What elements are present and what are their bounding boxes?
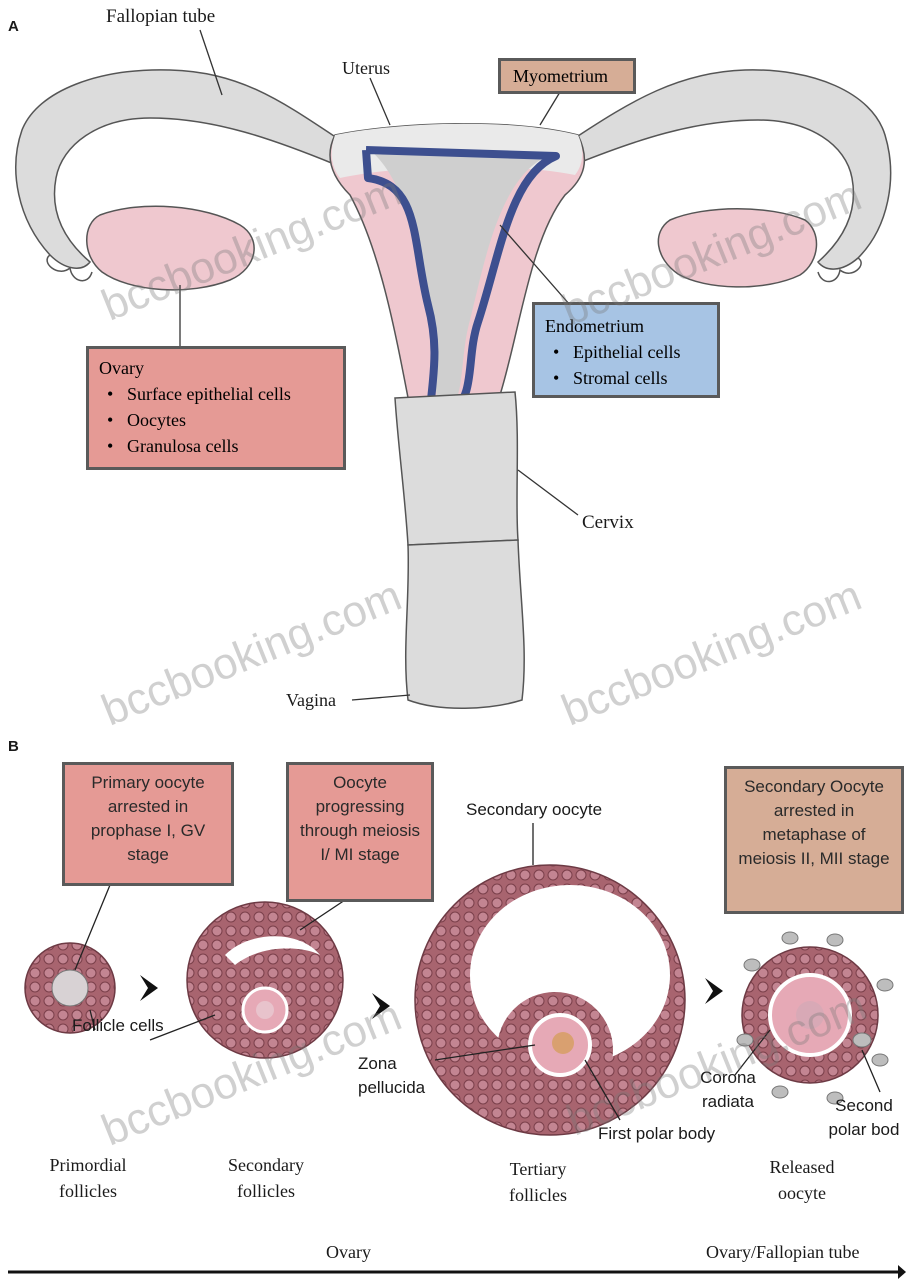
ovary-box: Ovary Surface epithelial cells Oocytes G… [86,346,346,470]
primary-oocyte-box: Primary oocyte arrested in prophase I, G… [62,762,234,886]
label-follicle-cells: Follicle cells [72,1016,164,1036]
secondary-oocyte-box: Secondary Oocyte arrested in metaphase o… [724,766,904,914]
location-axis [8,1265,906,1279]
label-tertiary-follicles: Tertiary follicles [486,1156,590,1208]
axis-arrowhead [898,1265,906,1279]
label-vagina: Vagina [286,690,336,711]
ovary-item: Granulosa cells [99,433,343,459]
myometrium-box: Myometrium [498,58,636,94]
endometrium-item: Epithelial cells [545,339,717,365]
endometrium-item: Stromal cells [545,365,717,391]
label-primordial-follicles: Primordial follicles [36,1152,140,1204]
primordial-oocyte [52,970,88,1006]
vagina [406,540,524,708]
label-location-ovary: Ovary [326,1242,371,1263]
label-secondary-oocyte: Secondary oocyte [466,800,602,820]
label-location-ovary-tube: Ovary/Fallopian tube [706,1242,859,1263]
label-cervix: Cervix [582,512,634,534]
panel-a-letter: A [8,18,19,35]
label-uterus: Uterus [342,58,390,79]
leader-vagina [352,695,410,700]
arrow-3 [705,978,723,1004]
tertiary-oocyte-core [552,1032,574,1054]
ovary-title: Ovary [99,355,343,381]
endometrium-list: Epithelial cells Stromal cells [545,339,717,391]
label-second-polar-body: Second polar bod [820,1094,908,1142]
endometrium-box: Endometrium Epithelial cells Stromal cel… [532,302,720,398]
leader-myometrium [540,92,560,125]
label-secondary-follicles: Secondary follicles [214,1152,318,1204]
myometrium-title: Myometrium [513,66,608,86]
ovary-item: Surface epithelial cells [99,381,343,407]
label-fallopian-tube: Fallopian tube [106,6,215,28]
cervix [395,392,518,545]
ovary-item: Oocytes [99,407,343,433]
secondary-oocyte-core [256,1001,274,1019]
ovary-list: Surface epithelial cells Oocytes Granulo… [99,381,343,459]
leader-uterus [370,78,390,125]
panel-b-letter: B [8,738,19,755]
label-zona-pellucida: Zona pellucida [358,1052,438,1100]
progressing-oocyte-box: Oocyte progressing through meiosis I/ MI… [286,762,434,902]
arrow-1 [140,975,158,1001]
label-released-oocyte: Released oocyte [760,1154,844,1206]
leader-cervix [518,470,578,515]
